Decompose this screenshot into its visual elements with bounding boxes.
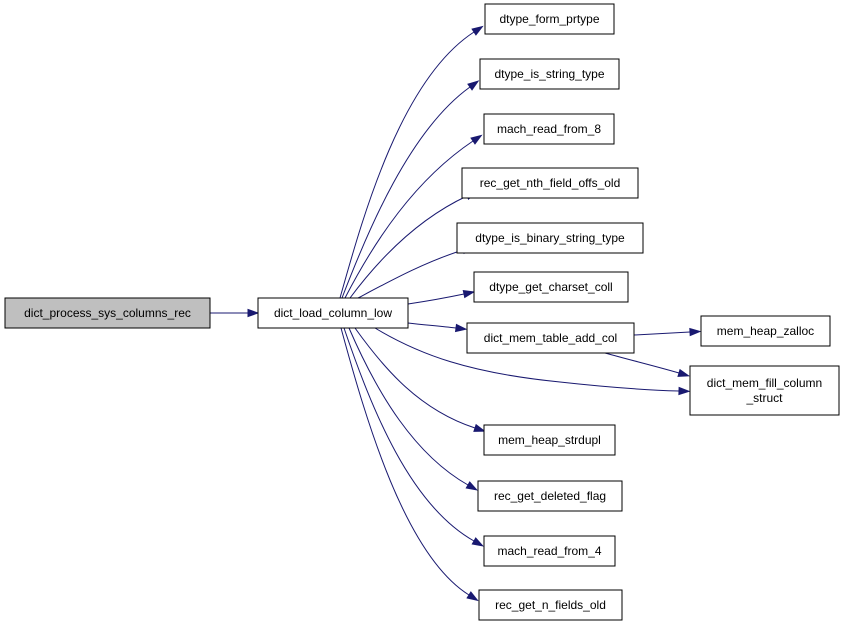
edge-line (407, 322, 457, 329)
node-box[interactable] (689, 365, 840, 416)
edge-dict_load_column_low-to-rec_get_n_fields_old (340, 327, 479, 602)
node-label: mach_read_from_8 (497, 122, 601, 136)
nodes-layer: dict_process_sys_columns_rec dict_load_co… (4, 3, 840, 621)
edge-line (407, 293, 465, 305)
edge-line (348, 327, 469, 486)
node-box[interactable] (456, 222, 644, 254)
node-box[interactable] (4, 297, 211, 329)
arrowhead (467, 80, 480, 91)
node-label: mach_read_from_4 (497, 544, 601, 558)
node-label: dtype_form_prtype (499, 12, 599, 26)
edge-line (344, 140, 474, 299)
node-box[interactable] (479, 58, 620, 90)
edge-line (633, 331, 691, 336)
node-box[interactable] (461, 167, 639, 199)
node-mach_read_from_8[interactable]: mach_read_from_8 (483, 113, 615, 145)
node-rec_get_n_fields_old[interactable]: rec_get_n_fields_old (478, 589, 623, 621)
edge-dict_process_sys_columns_rec-to-dict_load_column_low (210, 308, 260, 318)
node-label: mem_heap_strdupl (498, 433, 601, 447)
node-label: dict_mem_table_add_col (484, 331, 617, 345)
node-box[interactable] (700, 315, 831, 347)
edge-dict_load_column_low-to-dtype_form_prtype (339, 25, 484, 299)
edge-dict_load_column_low-to-dtype_is_string_type (341, 80, 480, 299)
node-mem_heap_strdupl[interactable]: mem_heap_strdupl (483, 424, 616, 456)
arrowhead (473, 423, 486, 432)
edge-dict_load_column_low-to-dtype_get_charset_coll (407, 289, 476, 305)
node-label: dtype_get_charset_coll (489, 280, 612, 294)
node-label: dict_mem_fill_column (707, 376, 822, 390)
node-dict_mem_fill_column_struct[interactable]: dict_mem_fill_column_struct (689, 365, 840, 416)
edge-line (374, 327, 680, 392)
node-label: rec_get_n_fields_old (495, 598, 606, 612)
node-dict_process_sys_columns_rec[interactable]: dict_process_sys_columns_rec (4, 297, 211, 329)
node-dict_mem_table_add_col[interactable]: dict_mem_table_add_col (466, 322, 635, 354)
edge-line (339, 31, 475, 299)
node-box[interactable] (483, 113, 615, 145)
node-rec_get_deleted_flag[interactable]: rec_get_deleted_flag (477, 480, 623, 512)
edge-dict_load_column_low-to-mach_read_from_8 (344, 134, 483, 299)
node-label: dtype_is_binary_string_type (475, 231, 625, 245)
node-dtype_form_prtype[interactable]: dtype_form_prtype (484, 3, 615, 35)
node-label: rec_get_deleted_flag (494, 489, 606, 503)
node-box[interactable] (478, 589, 623, 621)
edge-line (354, 327, 476, 429)
edge-dict_load_column_low-to-dtype_is_binary_string_type (357, 246, 474, 299)
node-label: dtype_is_string_type (494, 67, 604, 81)
node-label: dict_load_column_low (274, 306, 392, 320)
edge-line (343, 327, 475, 542)
arrowhead (247, 308, 260, 318)
node-box[interactable] (466, 322, 635, 354)
edge-dict_load_column_low-to-mem_heap_strdupl (354, 327, 486, 432)
node-box[interactable] (483, 535, 616, 567)
node-box[interactable] (477, 480, 623, 512)
edge-line (340, 327, 470, 596)
node-dtype_get_charset_coll[interactable]: dtype_get_charset_coll (473, 271, 629, 303)
node-box[interactable] (473, 271, 629, 303)
arrowhead (689, 327, 702, 337)
node-label: rec_get_nth_field_offs_old (480, 176, 621, 190)
edge-line (341, 86, 471, 299)
node-rec_get_nth_field_offs_old[interactable]: rec_get_nth_field_offs_old (461, 167, 639, 199)
node-box[interactable] (484, 3, 615, 35)
node-dtype_is_binary_string_type[interactable]: dtype_is_binary_string_type (456, 222, 644, 254)
arrowhead (462, 289, 476, 299)
edge-dict_load_column_low-to-rec_get_deleted_flag (348, 327, 479, 491)
node-label: dict_process_sys_columns_rec (24, 306, 191, 320)
node-box[interactable] (257, 297, 409, 329)
edge-dict_load_column_low-to-dict_mem_table_add_col (407, 322, 468, 333)
node-mem_heap_zalloc[interactable]: mem_heap_zalloc (700, 315, 831, 347)
node-dtype_is_string_type[interactable]: dtype_is_string_type (479, 58, 620, 90)
node-mach_read_from_4[interactable]: mach_read_from_4 (483, 535, 616, 567)
arrowhead (465, 481, 479, 491)
node-box[interactable] (483, 424, 616, 456)
node-dict_load_column_low[interactable]: dict_load_column_low (257, 297, 409, 329)
arrowhead (466, 591, 479, 602)
edge-line (357, 249, 464, 299)
arrowhead (454, 323, 468, 333)
arrowhead (471, 537, 485, 547)
edge-line (604, 352, 680, 374)
node-label: _struct (745, 391, 783, 405)
edge-dict_load_column_low-to-dict_mem_fill_column_struct (374, 327, 691, 396)
arrowhead (678, 386, 691, 396)
edge-dict_load_column_low-to-mach_read_from_4 (343, 327, 485, 547)
node-label: mem_heap_zalloc (717, 324, 814, 338)
edge-dict_mem_table_add_col-to-dict_mem_fill_column_struct (604, 352, 691, 377)
edge-dict_mem_table_add_col-to-mem_heap_zalloc (633, 327, 702, 337)
arrowhead (470, 134, 483, 145)
edge-line (349, 195, 468, 299)
arrowhead (677, 368, 691, 377)
arrowhead (471, 25, 484, 36)
